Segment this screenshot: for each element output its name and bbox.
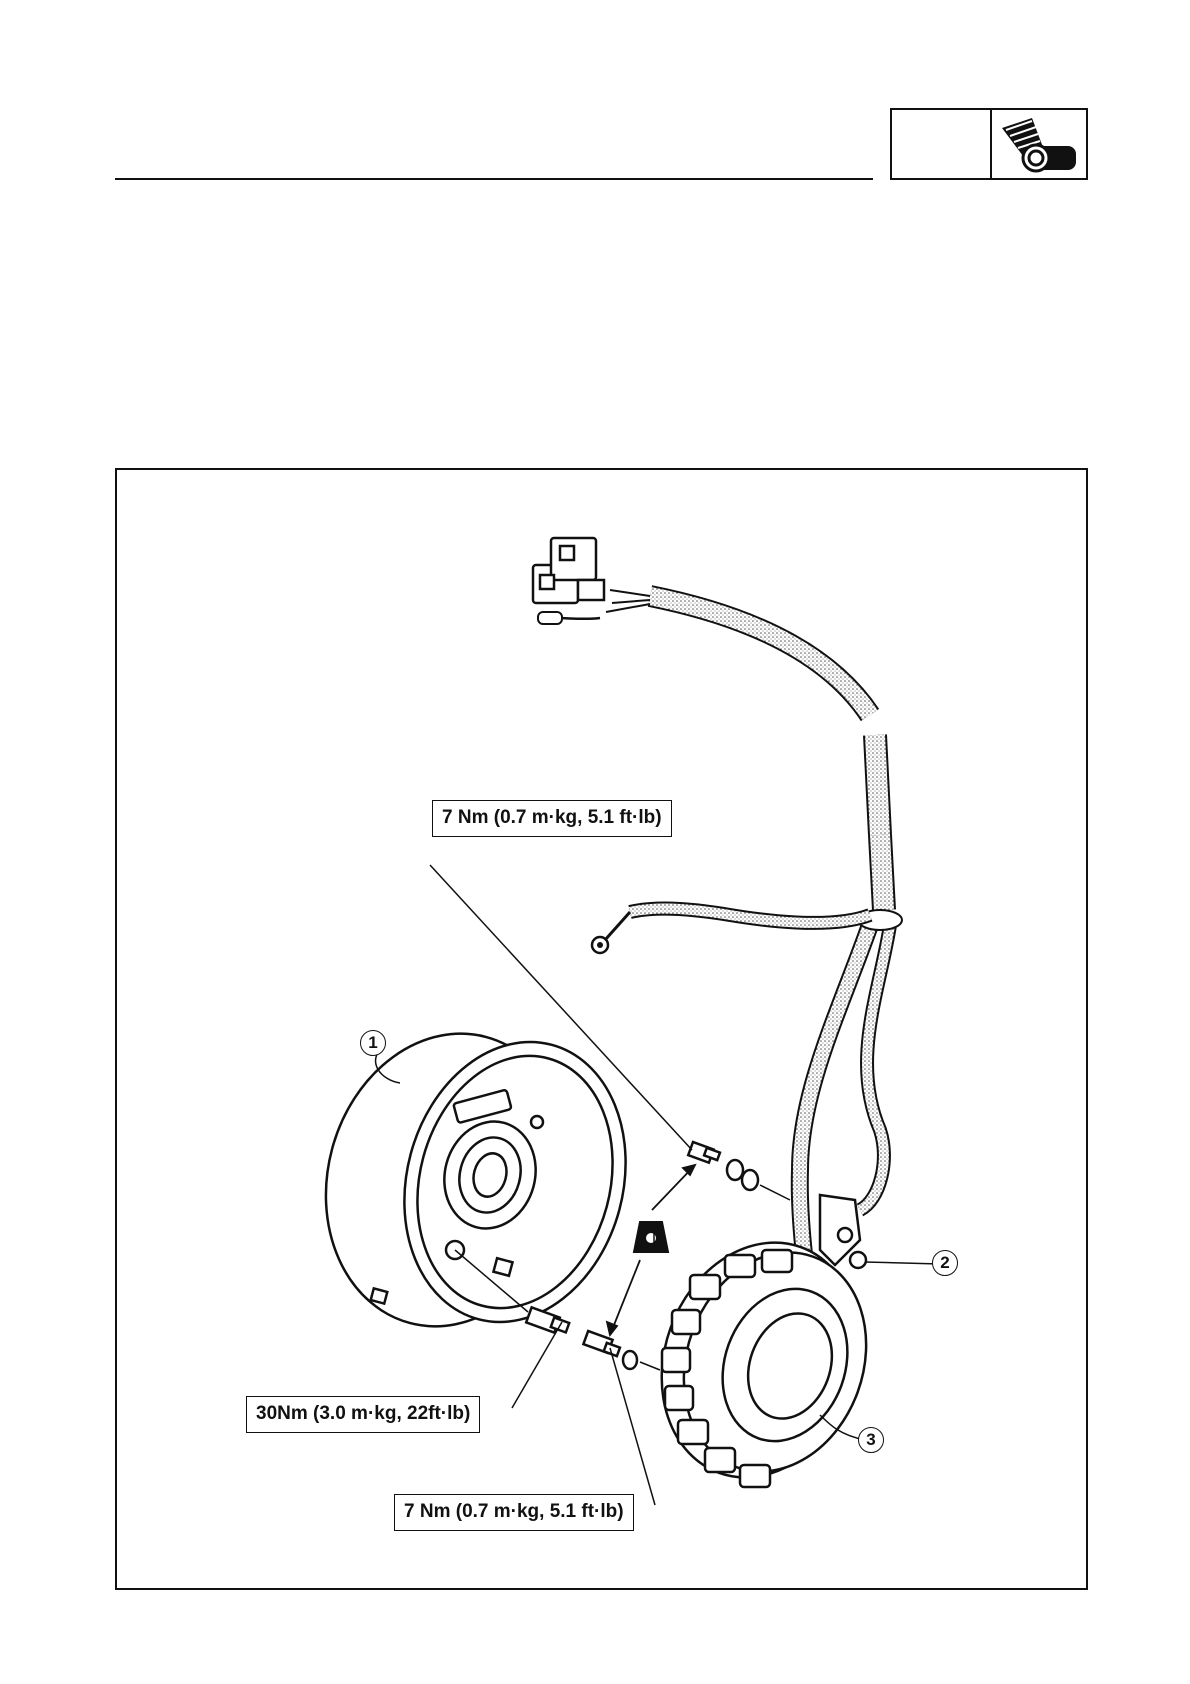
callout-stator: 3 <box>858 1427 884 1453</box>
torque-label-stator-bolt-upper: 7 Nm (0.7 m·kg, 5.1 ft·lb) <box>432 800 672 837</box>
torque-label-stator-bolt-lower: 7 Nm (0.7 m·kg, 5.1 ft·lb) <box>394 1494 634 1531</box>
torque-label-rotor-nut: 30Nm (3.0 m·kg, 22ft·lb) <box>246 1396 480 1433</box>
callout-rotor: 1 <box>360 1030 386 1056</box>
rotor <box>294 1006 656 1354</box>
threadlock-icon <box>634 1222 668 1252</box>
callout-pickup-coil: 2 <box>932 1250 958 1276</box>
connector <box>533 538 604 603</box>
